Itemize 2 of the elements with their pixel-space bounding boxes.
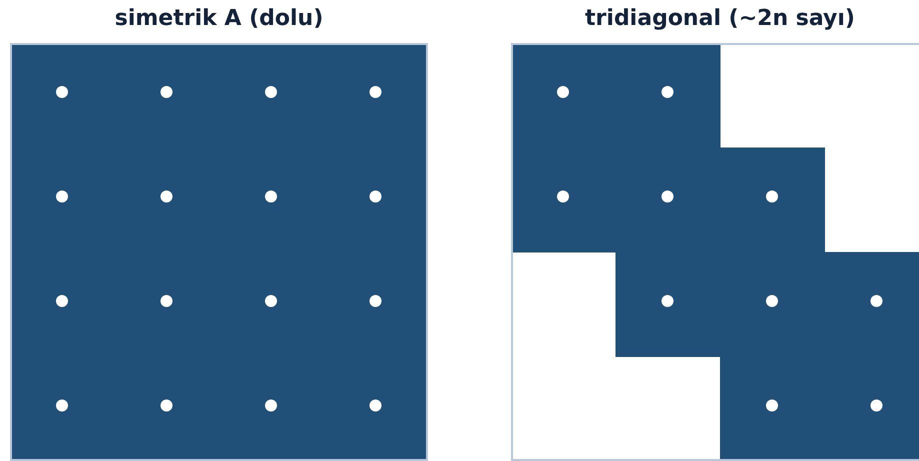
panel-title: simetrik A (dolu) [114,6,324,31]
panel-title: tridiagonal (~2n sayı) [585,6,855,31]
